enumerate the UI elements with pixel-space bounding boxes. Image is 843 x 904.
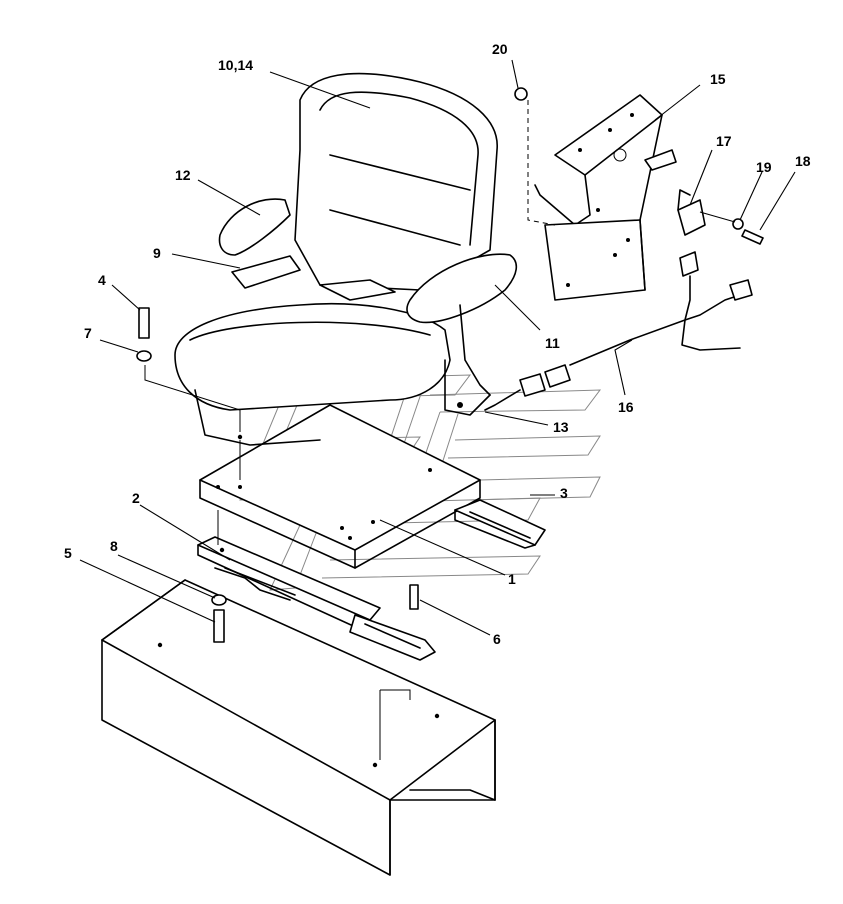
callout-4: 4 xyxy=(98,272,106,288)
floor-box xyxy=(101,579,496,876)
relay xyxy=(677,189,706,277)
bolts-and-washers xyxy=(136,307,419,643)
callout-5: 5 xyxy=(64,545,72,561)
slide-rail-lower xyxy=(197,536,436,661)
callout-7: 7 xyxy=(84,325,92,341)
callout-9: 9 xyxy=(153,245,161,261)
callout-2: 2 xyxy=(132,490,140,506)
relay-bracket xyxy=(534,94,677,301)
operator-seat xyxy=(174,72,518,446)
callout-8: 8 xyxy=(110,538,118,554)
callout-6: 6 xyxy=(493,631,501,647)
assembly-lines xyxy=(144,100,736,760)
leader-lines xyxy=(79,59,796,636)
callout-16: 16 xyxy=(618,399,634,415)
slide-rail-upper xyxy=(454,499,546,549)
callout-19: 19 xyxy=(756,159,772,175)
callout-11: 11 xyxy=(545,335,560,351)
callout-10-14: 10,14 xyxy=(218,57,253,73)
callout-1: 1 xyxy=(508,571,516,587)
callout-13: 13 xyxy=(553,419,569,435)
callout-17: 17 xyxy=(716,133,732,149)
callout-3: 3 xyxy=(560,485,568,501)
callout-labels: 10,14 12 9 4 7 11 13 15 17 19 18 20 16 3… xyxy=(64,41,811,647)
callout-20: 20 xyxy=(492,41,508,57)
callout-15: 15 xyxy=(710,71,726,87)
hardware-18-19-20 xyxy=(514,87,764,245)
wiring-harness xyxy=(484,275,753,411)
callout-18: 18 xyxy=(795,153,811,169)
callout-12: 12 xyxy=(175,167,191,183)
mounting-plate xyxy=(199,404,481,569)
